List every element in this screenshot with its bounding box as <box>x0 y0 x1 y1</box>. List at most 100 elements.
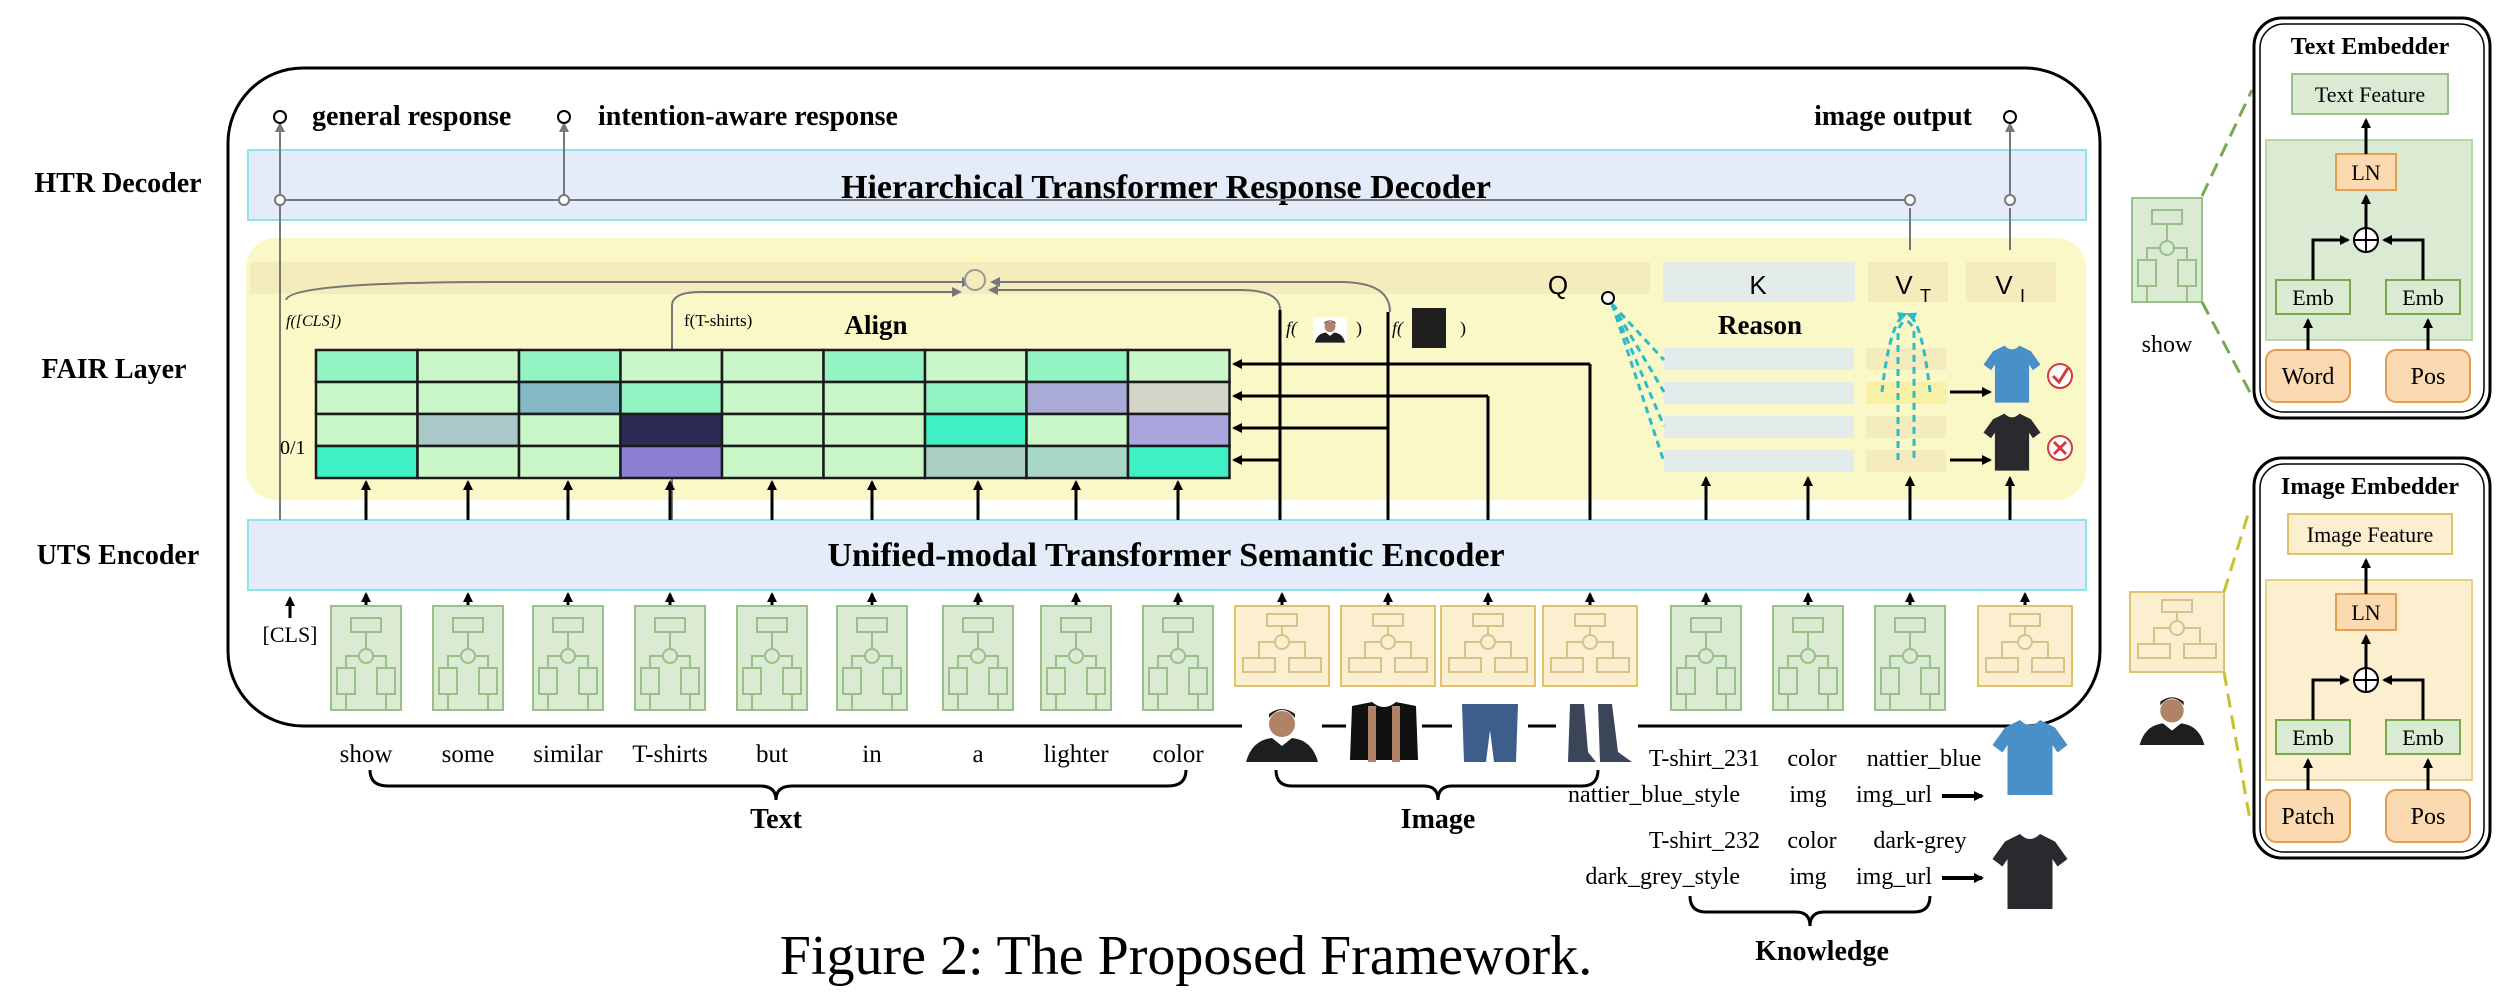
align-cell <box>1025 412 1130 448</box>
text-token-block <box>634 605 706 711</box>
text-token-label: but <box>756 741 788 768</box>
knowledge-triples: T-shirt_231 color nattier_blue nattier_b… <box>1568 746 1981 890</box>
text-token-block <box>432 605 504 711</box>
check-icon <box>2047 363 2073 389</box>
text-token-block <box>836 605 908 711</box>
person-thumb-icon <box>1313 317 1347 343</box>
text-token-label: show <box>340 741 393 768</box>
align-cell <box>619 444 724 480</box>
output-general-response: general response <box>312 101 511 132</box>
knowledge-dark-tshirt-icon <box>1992 834 2068 909</box>
fair-vi-strip <box>1966 262 2056 302</box>
kg-relation: img <box>1789 782 1826 808</box>
fair-flow-lines <box>279 250 1391 520</box>
align-cell <box>923 380 1028 416</box>
align-cell <box>314 412 419 448</box>
image-token-block <box>1440 605 1536 687</box>
image-embedder-side-thumb <box>2136 691 2208 745</box>
align-cell <box>822 412 927 448</box>
label-f-image2-close: ) <box>1460 318 1466 339</box>
align-cell <box>619 348 724 384</box>
text-token-block <box>532 605 604 711</box>
cls-token: [CLS] <box>263 622 318 647</box>
align-cell <box>822 348 927 384</box>
knowledge-token-block <box>1670 605 1742 711</box>
text-embedder-panel: Text Embedder Text Feature LN Emb Emb Wo… <box>2252 16 2492 420</box>
reason-key-slots <box>1664 348 1946 472</box>
label-f-tshirts: f(T-shirts) <box>684 311 752 330</box>
image-thumb-person <box>1242 702 1322 762</box>
decoder-node <box>274 194 286 206</box>
align-label: Align <box>844 310 907 340</box>
text-embedder-mini-block <box>2131 197 2203 303</box>
group-label-image: Image <box>1401 804 1476 835</box>
token-blocks <box>330 605 2073 711</box>
decoder-node <box>558 194 570 206</box>
zoom-lines <box>2200 89 2254 821</box>
label-f-cls: f([CLS]) <box>286 313 341 330</box>
image-emb-box-2: Emb <box>2402 725 2444 750</box>
text-token-block <box>736 605 808 711</box>
layer-label-fair: FAIR Layer <box>42 354 187 385</box>
kg-entity: dark_grey_style <box>1585 864 1740 890</box>
kg-entity: nattier_blue_style <box>1568 782 1740 808</box>
image-token-block <box>1234 605 1330 687</box>
label-f-image2: f( <box>1392 318 1404 339</box>
align-cell <box>314 380 419 416</box>
text-token-label: color <box>1152 741 1204 768</box>
align-cell <box>1126 444 1231 480</box>
align-cell <box>923 444 1028 480</box>
fair-q-strip <box>250 262 1650 294</box>
label-zero-one: 0/1 <box>280 437 306 459</box>
text-token-label: some <box>442 741 495 768</box>
fair-k-strip <box>1663 262 1855 302</box>
image-feature-box: Image Feature <box>2307 522 2433 547</box>
label-f-image1-close: ) <box>1356 318 1362 339</box>
image-patch-box: Patch <box>2281 804 2334 830</box>
align-cell <box>720 412 825 448</box>
kg-relation: color <box>1787 828 1836 854</box>
align-cell <box>416 348 521 384</box>
align-cell <box>517 348 622 384</box>
align-cell <box>517 380 622 416</box>
align-cell <box>517 412 622 448</box>
image-emb-box-1: Emb <box>2292 725 2334 750</box>
label-k: K <box>1749 270 1767 300</box>
text-embedder-side-label: show <box>2142 332 2193 358</box>
align-cell <box>619 412 724 448</box>
text-token-block <box>1142 605 1214 711</box>
label-f-image1: f( <box>1286 318 1298 339</box>
group-braces <box>368 769 1932 927</box>
kg-value: img_url <box>1856 782 1932 808</box>
decoder-band <box>247 149 2087 221</box>
align-cell <box>822 444 927 480</box>
text-emb-box-2: Emb <box>2402 285 2444 310</box>
text-pos-box: Pos <box>2411 364 2446 390</box>
decoder-node <box>1904 194 1916 206</box>
align-cell <box>1025 444 1130 480</box>
kg-value: img_url <box>1856 864 1932 890</box>
knowledge-token-block <box>1874 605 1946 711</box>
output-node-image <box>2003 110 2017 124</box>
align-cell <box>517 444 622 480</box>
text-token-label: similar <box>533 741 603 768</box>
encoder-output-arrows <box>361 476 2030 606</box>
output-node-general <box>273 110 287 124</box>
image-token-block <box>1542 605 1638 687</box>
text-token-label: lighter <box>1043 741 1109 768</box>
label-vt-sub: T <box>1920 286 1931 306</box>
text-embedder-title: Text Embedder <box>2291 34 2450 60</box>
image-thumb-black-tshirt <box>1346 702 1422 762</box>
knowledge-image-arrows <box>1942 791 1984 883</box>
image-pos-box: Pos <box>2411 804 2446 830</box>
image-token-block <box>1340 605 1436 687</box>
output-intention-response: intention-aware response <box>598 101 898 132</box>
text-token-block <box>1040 605 1112 711</box>
knowledge-image-block <box>1977 605 2073 687</box>
layer-label-htr: HTR Decoder <box>34 168 201 199</box>
align-cell <box>720 380 825 416</box>
align-cell <box>1126 348 1231 384</box>
cross-icon <box>2047 435 2073 461</box>
group-label-knowledge: Knowledge <box>1755 936 1889 967</box>
label-vi: V <box>1995 270 2013 300</box>
